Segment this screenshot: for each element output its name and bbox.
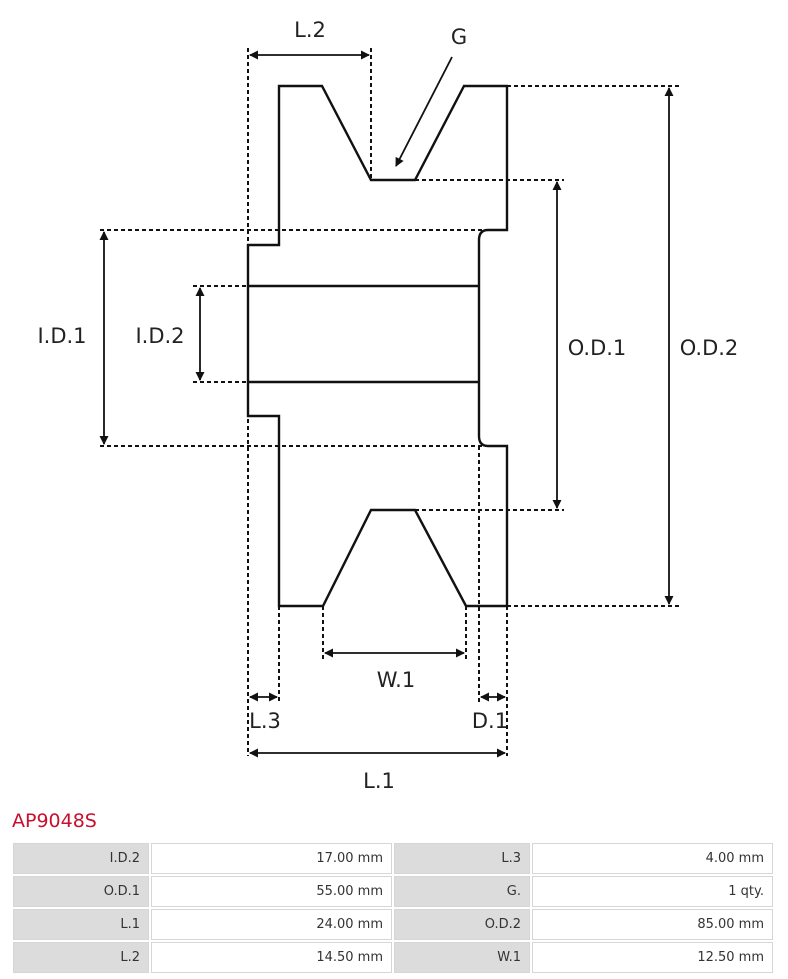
label-g: G: [451, 25, 467, 49]
spec-key: G.: [394, 876, 530, 907]
g-leader-line: [395, 56, 453, 167]
table-row: L.2 14.50 mm W.1 12.50 mm: [13, 942, 773, 973]
label-id2: I.D.2: [135, 324, 184, 348]
spec-key: O.D.2: [394, 909, 530, 940]
table-row: L.1 24.00 mm O.D.2 85.00 mm: [13, 909, 773, 940]
extension-lines: [100, 48, 680, 756]
label-id1: I.D.1: [37, 324, 86, 348]
specifications-table: I.D.2 17.00 mm L.3 4.00 mm O.D.1 55.00 m…: [11, 841, 775, 975]
label-l1: L.1: [363, 769, 395, 793]
spec-value: 55.00 mm: [151, 876, 392, 907]
spec-value: 1 qty.: [532, 876, 773, 907]
spec-value: 4.00 mm: [532, 843, 773, 874]
spec-value: 12.50 mm: [532, 942, 773, 973]
pulley-technical-drawing: L.2 G I.D.1 I.D.2 O.D.1 O.D.2 W.1 L.3 D.…: [37, 18, 739, 793]
spec-key: L.2: [13, 942, 149, 973]
spec-value: 85.00 mm: [532, 909, 773, 940]
label-od2: O.D.2: [680, 336, 739, 360]
spec-value: 17.00 mm: [151, 843, 392, 874]
label-l2: L.2: [294, 18, 326, 42]
spec-key: W.1: [394, 942, 530, 973]
label-od1: O.D.1: [568, 336, 627, 360]
spec-value: 24.00 mm: [151, 909, 392, 940]
spec-key: O.D.1: [13, 876, 149, 907]
pulley-outline: [246, 84, 509, 608]
table-row: O.D.1 55.00 mm G. 1 qty.: [13, 876, 773, 907]
table-row: I.D.2 17.00 mm L.3 4.00 mm: [13, 843, 773, 874]
spec-key: L.1: [13, 909, 149, 940]
product-code: AP9048S: [12, 810, 97, 832]
label-l3: L.3: [249, 709, 281, 733]
spec-key: I.D.2: [13, 843, 149, 874]
label-w1: W.1: [377, 668, 415, 692]
label-d1: D.1: [472, 709, 508, 733]
spec-key: L.3: [394, 843, 530, 874]
spec-value: 14.50 mm: [151, 942, 392, 973]
